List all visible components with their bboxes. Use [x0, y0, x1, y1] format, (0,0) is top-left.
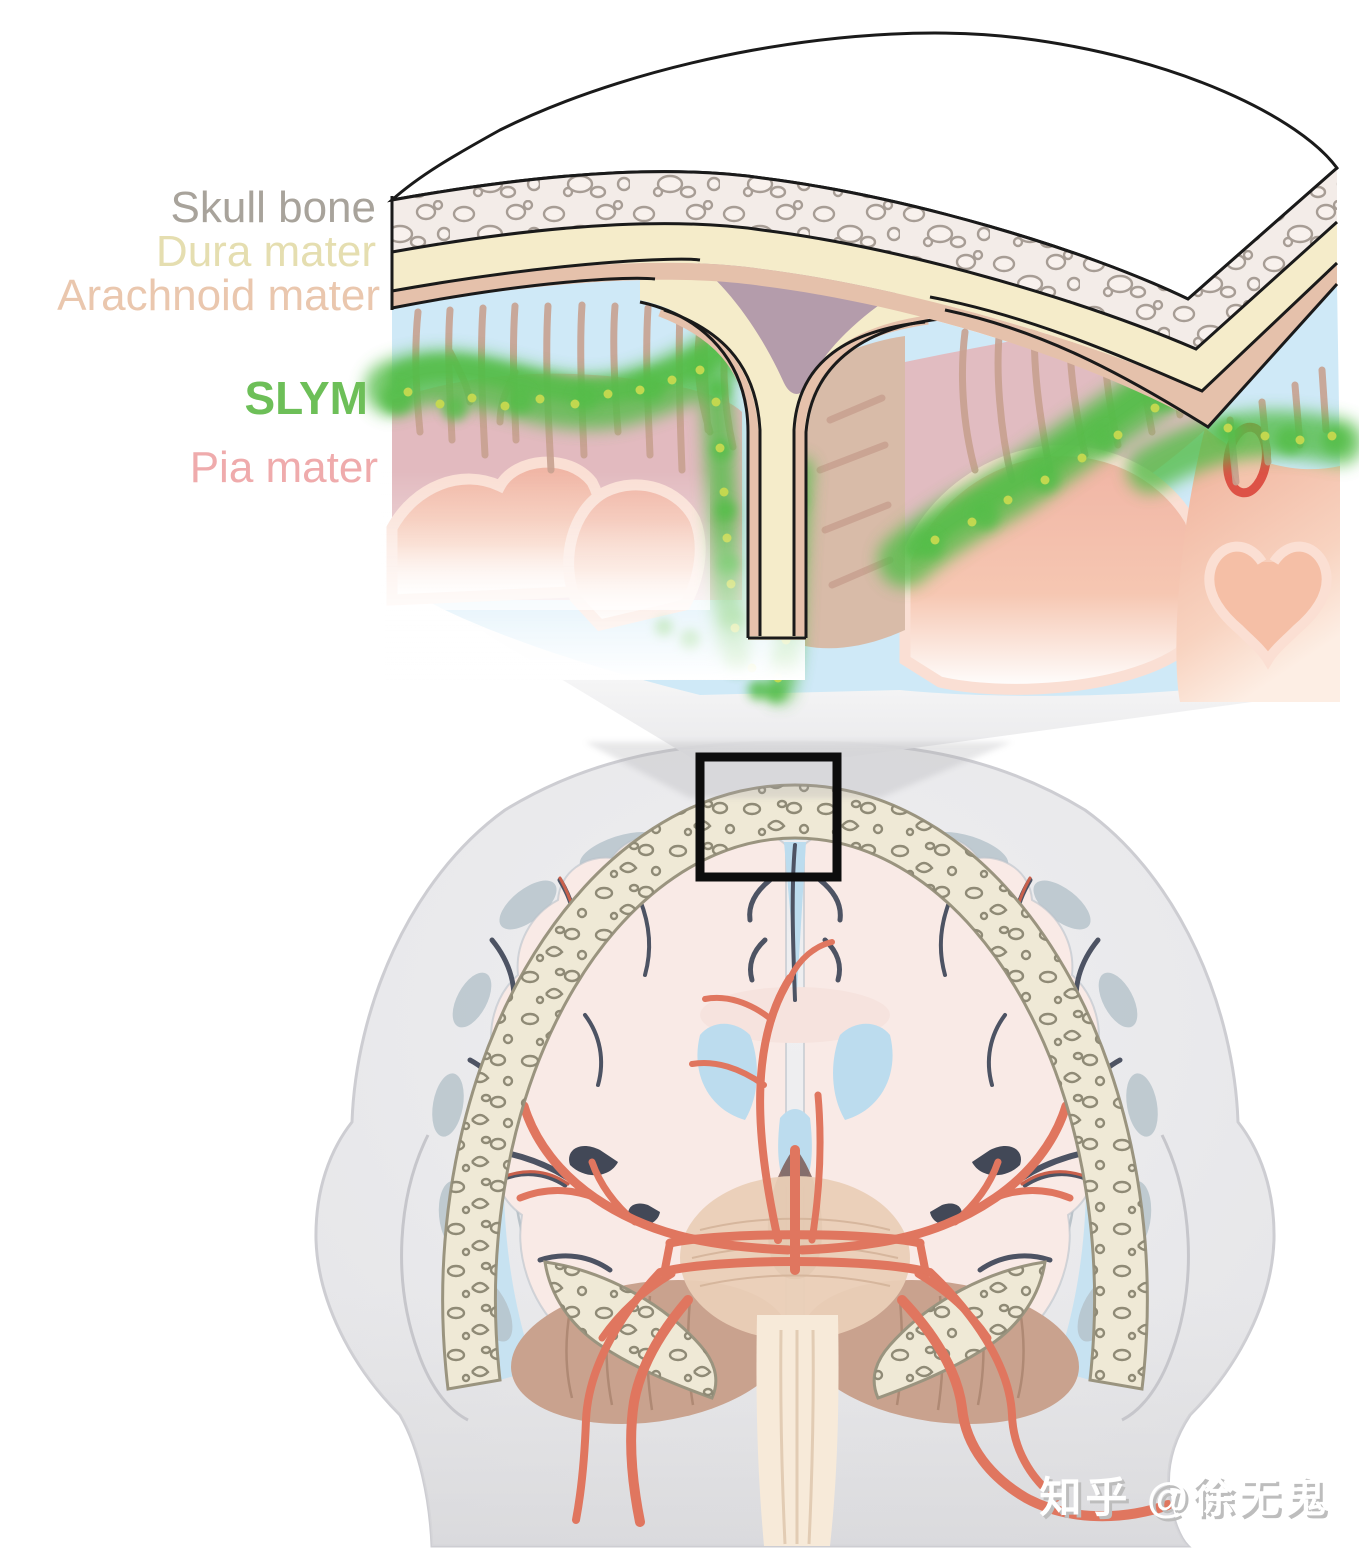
- skull-base-wings: [543, 1260, 1047, 1400]
- meninges-inset-block: [365, 31, 1359, 703]
- callout-rectangle: [695, 752, 842, 882]
- label-pia-mater: Pia mater: [190, 443, 378, 492]
- ear-crease-right: [1121, 1134, 1190, 1422]
- skull-layers: [387, 31, 1340, 429]
- watermark: 知乎 @徐无鬼 知乎 @徐无鬼: [1039, 1474, 1333, 1524]
- head-coronal-section: [314, 740, 1276, 1548]
- skull-ring: [441, 783, 1149, 1391]
- label-skull-bone: Skull bone: [171, 183, 376, 232]
- arteries: [516, 939, 1173, 1527]
- label-slym: SLYM: [244, 372, 368, 424]
- ear-crease-left: [400, 1134, 469, 1422]
- corpus-callosum: [700, 987, 890, 1043]
- watermark-shadow: 知乎 @徐无鬼: [1042, 1477, 1333, 1524]
- label-arachnoid-mater: Arachnoid mater: [57, 271, 380, 320]
- label-dura-mater: Dura mater: [156, 227, 376, 276]
- meninges-labels: Skull bone Dura mater Arachnoid mater SL…: [57, 183, 380, 492]
- interhemispheric-fissure: [790, 843, 797, 1002]
- gyrus-fold-corner: [1204, 541, 1332, 670]
- arachnoid-layer: [392, 262, 1337, 427]
- medial-sulci: [747, 877, 843, 983]
- diploe-layer: [392, 168, 1337, 349]
- watermark-text: 知乎 @徐无鬼: [1039, 1474, 1330, 1521]
- falx-side-face: [805, 336, 905, 649]
